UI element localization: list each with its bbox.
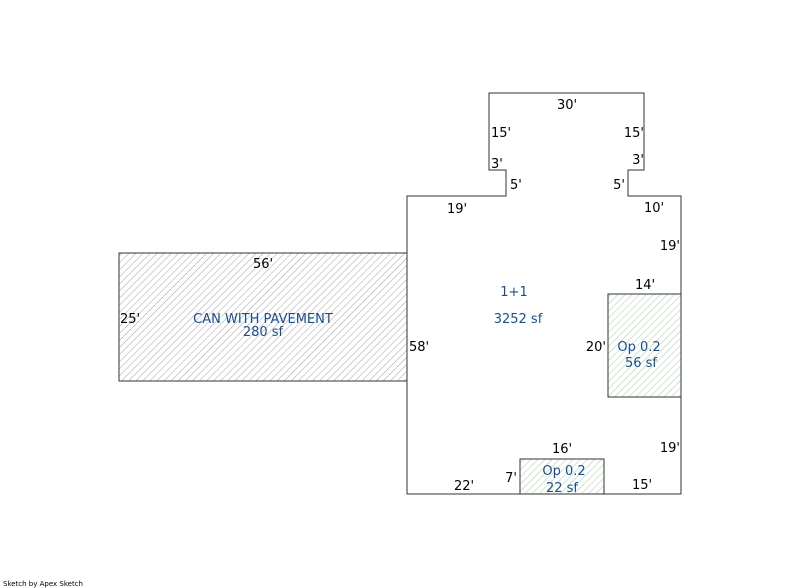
dim-upper-right-horizontal: 10' (644, 201, 664, 216)
apex-sketch-credit: Sketch by Apex Sketch (3, 580, 83, 588)
can-with-pavement-area (118, 252, 408, 382)
dim-right-lower-vertical: 19' (660, 441, 680, 456)
op-right-area (607, 293, 682, 398)
dim-op-bottom-height: 7' (505, 471, 517, 486)
dim-notch-left-vertical: 3' (491, 157, 503, 172)
op-right-name: Op 0.2 (617, 340, 660, 355)
dim-top-right-side: 15' (624, 126, 644, 141)
dim-op-bottom-width: 16' (552, 442, 572, 457)
dim-notch-right-horizontal: 5' (613, 178, 625, 193)
dim-op-right-height: 20' (586, 340, 606, 355)
dim-can-width: 56' (253, 257, 273, 272)
main-area-name: 1+1 (500, 285, 527, 300)
main-living-area-outline (406, 92, 682, 495)
dim-notch-right-vertical: 3' (632, 153, 644, 168)
dim-op-right-width: 14' (635, 278, 655, 293)
dim-bottom-left-horizontal: 22' (454, 479, 474, 494)
dim-can-height: 25' (120, 312, 140, 327)
dim-notch-left-horizontal: 5' (510, 178, 522, 193)
op-bottom-size: 22 sf (546, 481, 578, 496)
dim-bottom-right-horizontal: 15' (632, 478, 652, 493)
op-bottom-name: Op 0.2 (542, 464, 585, 479)
op-bottom-area (519, 458, 605, 495)
op-right-size: 56 sf (625, 356, 657, 371)
dim-top-width: 30' (557, 98, 577, 113)
dim-top-left-side: 15' (491, 126, 511, 141)
dim-upper-left-horizontal: 19' (447, 202, 467, 217)
main-area-size: 3252 sf (494, 312, 543, 327)
dim-main-left-vertical: 58' (409, 340, 429, 355)
can-area-size: 280 sf (243, 325, 284, 340)
dim-right-upper-vertical: 19' (660, 239, 680, 254)
can-area-name: CAN WITH PAVEMENT (193, 312, 333, 327)
